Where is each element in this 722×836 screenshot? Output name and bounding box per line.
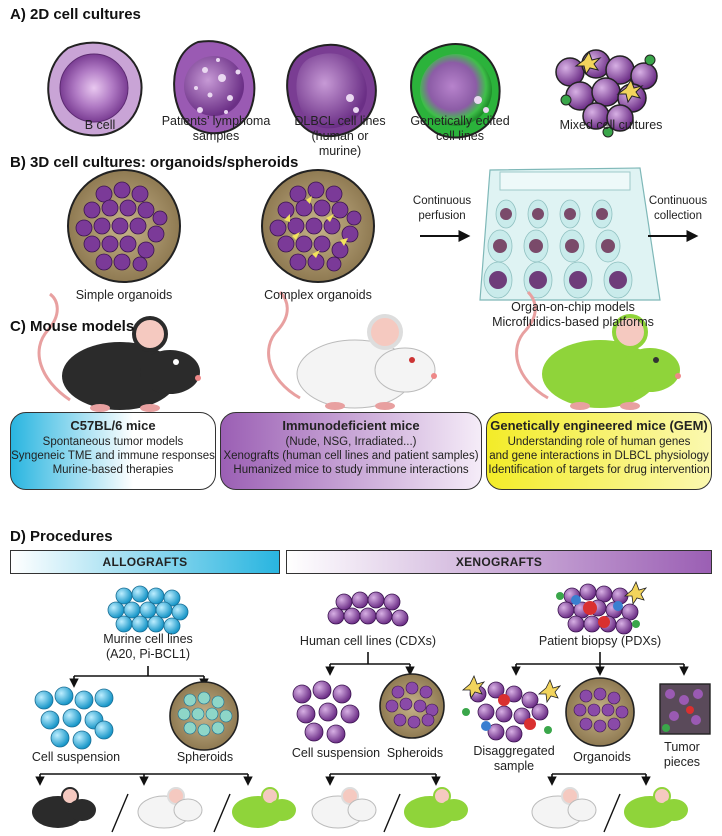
genetically-edited-cell-illustration — [410, 43, 501, 139]
label-organoids: Organoids — [573, 750, 631, 764]
immunodeficient-title: Immunodeficient mice — [282, 418, 420, 433]
c57bl6-line-2: Syngeneic TME and immune responses — [11, 450, 215, 462]
gem-box: Genetically engineered mice (GEM) Unders… — [486, 412, 712, 490]
label-organ-on-chip: Organ-on-chip models — [511, 300, 635, 314]
label-tumor-pieces: pieces — [663, 755, 701, 769]
human-cell-lines-cluster — [327, 591, 409, 627]
organ-on-chip-illustration — [479, 167, 661, 301]
spheroid-allo — [169, 681, 239, 751]
label-disaggregated: Disaggregated — [473, 744, 555, 758]
immunodeficient-mouse-illustration — [267, 290, 437, 410]
label-human-cell-lines: Human cell lines (CDXs) — [299, 634, 437, 648]
label-cell-suspension-allo: Cell suspension — [31, 750, 121, 764]
complex-organoid-illustration — [261, 169, 375, 283]
gem-title: Genetically engineered mice (GEM) — [490, 418, 708, 433]
label-patient-biopsy: Patient biopsy (PDXs) — [538, 634, 662, 648]
section-a-title: A) 2D cell cultures — [10, 6, 141, 23]
label-disaggregated-sample: sample — [493, 759, 535, 773]
label-mixed-cultures: Mixed cell cultures — [559, 118, 663, 132]
label-continuous-perfusion: Continuous perfusion — [412, 195, 472, 222]
label-dlbcl-cell-lines: DLBCL cell lines (human or murine) — [294, 114, 386, 158]
label-cell-suspension-xeno: Cell suspension — [291, 746, 381, 760]
label-b-cell: B cell — [84, 118, 116, 132]
label-murine-cell-lines: Murine cell lines — [103, 632, 193, 646]
c57bl6-mouse-illustration — [37, 292, 201, 412]
label-simple-organoids: Simple organoids — [75, 288, 173, 302]
simple-organoid-illustration — [67, 169, 181, 283]
c57bl6-line-3: Murine-based therapies — [52, 464, 174, 476]
immunodeficient-line-1: (Nude, NSG, Irradiated...) — [285, 436, 417, 448]
gem-line-2: and gene interactions in DLBCL physiolog… — [489, 450, 709, 462]
label-continuous-collection: Continuous collection — [648, 195, 708, 222]
section-d-title: D) Procedures — [10, 528, 113, 545]
immunodeficient-line-2: Xenografts (human cell lines and patient… — [223, 450, 479, 462]
label-murine-cell-lines-sub: (A20, Pi-BCL1) — [105, 647, 191, 661]
gem-line-1: Understanding role of human genes — [507, 436, 691, 448]
procedure-arrows — [69, 652, 689, 688]
organoid-pdx — [565, 677, 635, 747]
c57bl6-box: C57BL/6 mice Spontaneous tumor models Sy… — [10, 412, 216, 490]
dlbcl-cell-line-illustration — [286, 43, 377, 137]
label-genetically-edited: Genetically edited cell lines — [410, 114, 510, 143]
tumor-pieces — [659, 683, 711, 735]
label-lymphoma-samples: Patients’ lymphoma samples — [161, 114, 271, 143]
c57bl6-title: C57BL/6 mice — [70, 418, 156, 433]
c57bl6-line-1: Spontaneous tumor models — [42, 436, 184, 448]
label-spheroids-xeno: Spheroids — [386, 746, 444, 760]
section-b-title: B) 3D cell cultures: organoids/spheroids — [10, 154, 299, 171]
xenografts-band: XENOGRAFTS — [286, 550, 712, 574]
bottom-arrows — [35, 773, 651, 786]
mixed-cell-culture-illustration — [555, 49, 658, 138]
cell-suspension-allo — [34, 686, 114, 750]
cell-suspension-xeno — [292, 680, 360, 744]
label-microfluidics: Microfluidics-based platforms — [492, 315, 654, 329]
immunodeficient-box: Immunodeficient mice (Nude, NSG, Irradia… — [220, 412, 482, 490]
label-complex-organoids: Complex organoids — [264, 288, 372, 302]
label-spheroids-allo: Spheroids — [176, 750, 234, 764]
bottom-mice — [32, 787, 688, 833]
gem-line-3: Identification of targets for drug inter… — [488, 464, 710, 476]
b-cell-illustration — [47, 41, 143, 137]
section-c-title: C) Mouse models — [10, 318, 135, 335]
murine-cell-lines-cluster — [107, 585, 189, 635]
immunodeficient-line-3: Humanized mice to study immune interacti… — [233, 464, 469, 476]
patient-biopsy-cluster — [556, 581, 648, 635]
label-tumor: Tumor — [664, 740, 700, 754]
allografts-band: ALLOGRAFTS — [10, 550, 280, 574]
disaggregated-sample — [461, 675, 562, 743]
spheroid-xeno — [379, 673, 445, 739]
lymphoma-sample-cell — [173, 40, 256, 135]
gem-mouse-illustration — [515, 290, 681, 410]
